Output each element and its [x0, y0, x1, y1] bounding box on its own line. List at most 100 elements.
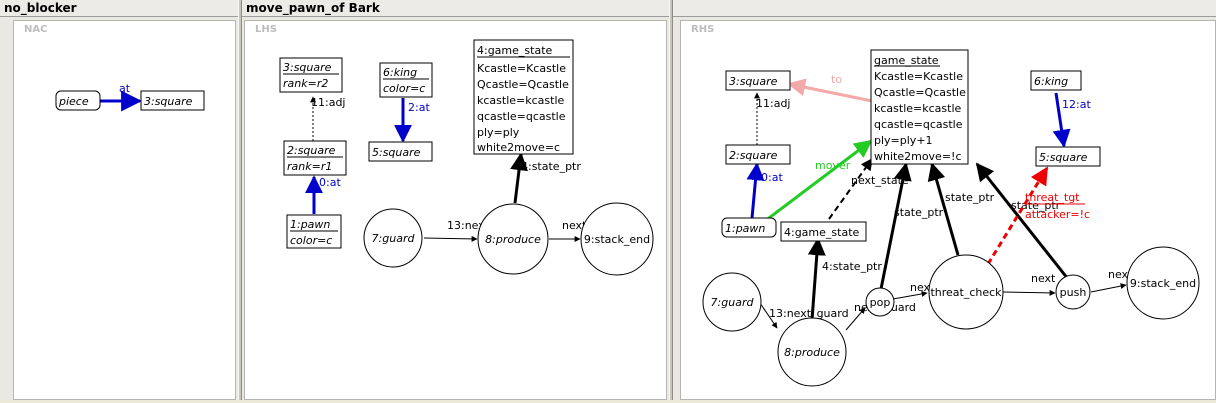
- rhs-node-guard7-label: 7:guard: [711, 296, 755, 309]
- lhs-game-state-attr-5: ply=ply: [477, 126, 520, 139]
- lhs-node-square2-title: 2:square: [287, 144, 336, 157]
- rhs-node-square2[interactable]: 2:square: [725, 144, 791, 165]
- rhs-edge-next13-guard-label: 13:next_guard: [769, 307, 849, 320]
- rhs-graph-panel[interactable]: RHS to 11:adj 0:at: [680, 20, 1216, 400]
- rhs-edge-threat-tgt-label: threat_tgt: [1025, 191, 1080, 204]
- rhs-edge-next-end-label: next: [1108, 268, 1133, 281]
- rhs-node-game-state-new[interactable]: game_state Kcastle=Kcastle Qcastle=Qcast…: [870, 49, 969, 165]
- lhs-edge-at0[interactable]: 0:at: [305, 175, 341, 214]
- rhs-node-square5[interactable]: 5:square: [1035, 146, 1101, 167]
- rhs-group-label: RHS: [689, 24, 717, 35]
- rhs-node-pawn1[interactable]: 1:pawn: [721, 217, 777, 238]
- lhs-game-state-attr-6: white2move=c: [477, 141, 560, 154]
- rhs-node-square3[interactable]: 3:square: [725, 70, 791, 91]
- nac-splitter[interactable]: [238, 0, 242, 400]
- nac-edge-at-label: at: [119, 82, 131, 95]
- rhs-edge-next13-guard[interactable]: 13:next_guard: [759, 302, 849, 329]
- lhs-node-square2[interactable]: 2:square rank=r1: [283, 140, 347, 176]
- lhs-node-guard7[interactable]: 7:guard: [363, 208, 423, 268]
- lhs-node-king6[interactable]: 6:king color=c: [379, 62, 433, 98]
- lhs-node-pawn1[interactable]: 1:pawn color=c: [286, 214, 342, 249]
- nac-group-label: NAC: [22, 24, 50, 35]
- rhs-edge-threat-tgt[interactable]: threat_tgt attacker=!c: [986, 166, 1090, 265]
- lhs-node-pawn1-title: 1:pawn: [290, 218, 330, 231]
- nac-window-title: no_blocker: [0, 0, 238, 17]
- rhs-node-pawn1-label: 1:pawn: [725, 222, 765, 235]
- rhs-game-state-title: game_state: [874, 54, 939, 67]
- rhs-edge-state-ptr-check[interactable]: state_ptr: [927, 162, 995, 256]
- lhs-node-square5-label: 5:square: [372, 146, 421, 159]
- lhs-node-king6-title: 6:king: [383, 66, 417, 79]
- nac-graph-panel[interactable]: NAC at piece 3:square: [13, 20, 236, 400]
- lhs-node-square5[interactable]: 5:square: [368, 141, 433, 162]
- rhs-edge-adj[interactable]: 11:adj: [754, 92, 790, 145]
- lhs-edge-adj-label: 11:adj: [311, 96, 345, 109]
- rhs-node-square5-label: 5:square: [1039, 151, 1088, 164]
- lhs-node-king6-attr: color=c: [383, 82, 425, 95]
- nac-node-piece[interactable]: piece: [55, 90, 101, 111]
- rhs-edge-to[interactable]: to: [787, 73, 873, 103]
- lhs-edge-adj[interactable]: 11:adj: [310, 96, 345, 141]
- rhs-node-threat-check[interactable]: threat_check: [928, 254, 1004, 330]
- rhs-edge-next-push-label: next: [1031, 272, 1056, 285]
- rhs-node-game-state-old-label: 4:game_state: [784, 226, 860, 239]
- rule-window: move_pawn_of Bark LHS 11:adj 0:at 2:at: [242, 0, 1216, 400]
- lhs-rhs-splitter[interactable]: [669, 0, 673, 400]
- nac-graph: at piece 3:square: [55, 82, 205, 112]
- nac-node-square3-label: 3:square: [144, 95, 193, 108]
- rhs-game-state-attr-3: kcastle=kcastle: [874, 102, 962, 115]
- rhs-edge-state-ptr-pop[interactable]: state_ptr: [879, 162, 944, 290]
- lhs-node-produce8-label: 8:produce: [485, 233, 541, 246]
- rhs-node-produce8-label: 8:produce: [784, 346, 840, 359]
- rhs-node-push[interactable]: push: [1055, 274, 1091, 310]
- rhs-edge-state-ptr4[interactable]: 4:state_ptr: [807, 237, 882, 321]
- lhs-node-stack-end9[interactable]: 9:stack_end: [580, 202, 654, 276]
- lhs-edge-next[interactable]: next: [549, 219, 587, 242]
- lhs-node-square3-title: 3:square: [283, 61, 332, 74]
- rhs-edge-next-push[interactable]: next: [1002, 272, 1056, 296]
- nac-window: no_blocker NAC at piece 3:square: [0, 0, 238, 400]
- lhs-game-state-attr-4: qcastle=qcastle: [477, 110, 566, 123]
- rhs-edge-at0[interactable]: 0:at: [746, 162, 783, 219]
- rhs-node-square2-label: 2:square: [729, 149, 778, 162]
- nac-node-piece-label: piece: [58, 95, 89, 108]
- lhs-edge-at2[interactable]: 2:at: [394, 98, 430, 143]
- rhs-node-pop[interactable]: pop: [865, 287, 895, 317]
- lhs-edge-state-ptr[interactable]: 4:state_ptr: [510, 152, 581, 204]
- rhs-node-pop-label: pop: [870, 296, 891, 309]
- rhs-edge-at12-label: 12:at: [1062, 98, 1091, 111]
- lhs-node-stack-end9-label: 9:stack_end: [584, 233, 650, 246]
- nac-edge-at[interactable]: at: [100, 82, 143, 112]
- lhs-game-state-title: 4:game_state: [477, 44, 553, 57]
- nac-node-square3[interactable]: 3:square: [140, 90, 205, 111]
- lhs-group-label: LHS: [253, 24, 279, 35]
- rhs-node-guard7[interactable]: 7:guard: [702, 272, 762, 332]
- rhs-edge-adj-label: 11:adj: [756, 97, 790, 110]
- rhs-edge-at12[interactable]: 12:at: [1052, 92, 1091, 148]
- lhs-node-square3-attr: rank=r2: [283, 77, 328, 90]
- lhs-node-game-state[interactable]: 4:game_state Kcastle=Kcastle Qcastle=Qca…: [473, 39, 574, 155]
- rhs-node-king6-label: 6:king: [1034, 75, 1068, 88]
- lhs-game-state-attr-1: Kcastle=Kcastle: [477, 62, 566, 75]
- lhs-edge-state-ptr-label: 4:state_ptr: [521, 160, 581, 173]
- lhs-game-state-attr-3: kcastle=kcastle: [477, 94, 565, 107]
- rhs-edge-next-end[interactable]: next: [1090, 268, 1133, 293]
- lhs-node-square3[interactable]: 3:square rank=r2: [279, 57, 343, 93]
- rhs-node-stack-end9-label: 9:stack_end: [1130, 277, 1196, 290]
- rhs-edge-state-ptr-pop-label: state_ptr: [894, 206, 944, 219]
- rhs-edge-mover-label: mover: [815, 159, 851, 172]
- lhs-node-produce8[interactable]: 8:produce: [477, 203, 549, 275]
- rhs-node-stack-end9[interactable]: 9:stack_end: [1126, 246, 1200, 320]
- rhs-node-threat-check-label: threat_check: [930, 286, 1002, 299]
- rhs-node-produce8[interactable]: 8:produce: [777, 317, 847, 387]
- rhs-node-king6[interactable]: 6:king: [1030, 70, 1082, 91]
- rhs-edge-mover[interactable]: mover: [760, 139, 873, 226]
- rhs-node-game-state-old[interactable]: 4:game_state: [780, 221, 867, 242]
- rhs-edge-at0-label: 0:at: [761, 171, 783, 184]
- rhs-game-state-attr-4: qcastle=qcastle: [874, 118, 963, 131]
- lhs-game-state-attr-2: Qcastle=Qcastle: [477, 78, 569, 91]
- rhs-game-state-attr-2: Qcastle=Qcastle: [874, 86, 966, 99]
- lhs-edge-at0-label: 0:at: [319, 176, 341, 189]
- lhs-graph-panel[interactable]: LHS 11:adj 0:at 2:at 4:state_ptr: [244, 20, 667, 400]
- rhs-node-square3-label: 3:square: [729, 75, 778, 88]
